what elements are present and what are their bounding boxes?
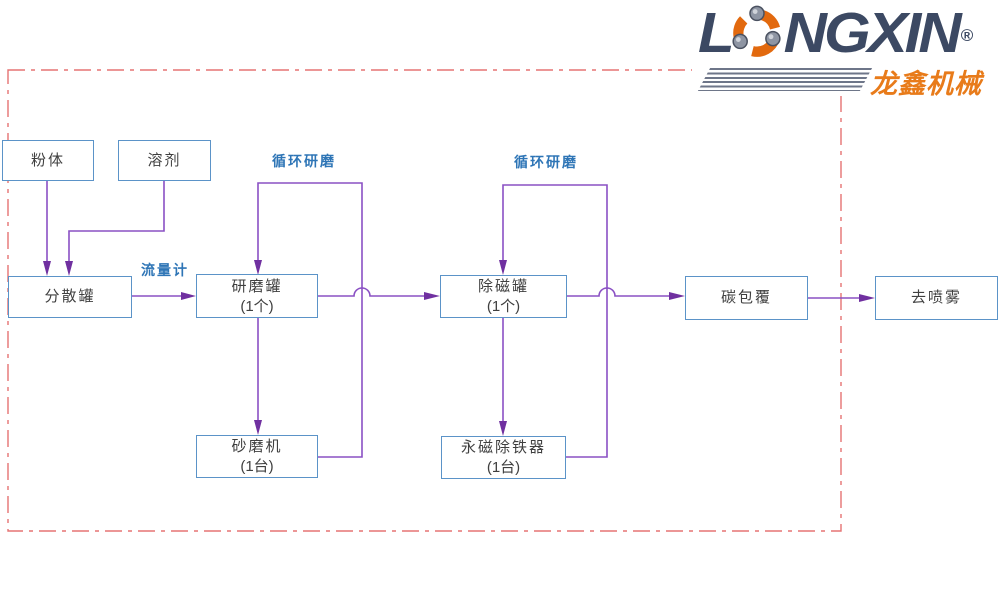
node-label: 溶剂 — [147, 151, 182, 169]
node-label: 砂磨机 — [231, 438, 283, 455]
node-iron-remover: 永磁除铁器 (1台) — [441, 436, 566, 479]
node-to-spray: 去喷雾 — [875, 276, 998, 320]
node-powder: 粉体 — [2, 140, 94, 181]
node-label: 碳包覆 — [720, 289, 772, 306]
node-label: 粉体 — [30, 151, 65, 169]
flow-meter-label: 流量计 — [141, 262, 189, 278]
node-sublabel: (1个) — [240, 297, 274, 315]
flow-arrowheads — [43, 260, 875, 436]
logo-word-end: NGXIN — [783, 0, 962, 65]
circulation-grinding-label-right: 循环研磨 — [514, 154, 578, 170]
node-label: 永磁除铁器 — [460, 439, 546, 456]
longxin-logo: L NGXIN ® 龙鑫机械 — [692, 2, 998, 99]
logo-sphere-icons — [732, 5, 781, 50]
logo-chinese-name: 龙鑫机械 — [870, 69, 982, 99]
node-sublabel: (1个) — [486, 298, 521, 315]
logo-wordmark: L NGXIN ® — [698, 2, 998, 64]
node-label: 去喷雾 — [910, 289, 962, 306]
node-sublabel: (1台) — [240, 458, 274, 475]
node-sand-mill: 砂磨机 (1台) — [196, 435, 318, 478]
node-demag-tank: 除磁罐 (1个) — [440, 275, 567, 318]
registered-mark: ® — [960, 26, 974, 45]
flow-lines — [46, 181, 860, 458]
node-grinding-tank: 研磨罐 (1个) — [196, 274, 318, 318]
logo-stripes-icon — [697, 68, 873, 91]
dashed-boundary — [7, 69, 842, 532]
logo-bottom: 龙鑫机械 — [692, 66, 998, 99]
circulation-grinding-label-left: 循环研磨 — [272, 153, 336, 169]
node-label: 分散罐 — [44, 288, 96, 305]
node-label: 研磨罐 — [231, 277, 283, 295]
node-label: 除磁罐 — [477, 278, 529, 295]
logo-swirl-icon — [732, 5, 781, 57]
node-sublabel: (1台) — [486, 459, 521, 476]
node-dispersion-tank: 分散罐 — [8, 276, 132, 318]
node-carbon-coating: 碳包覆 — [685, 276, 808, 320]
logo-word-start: L — [698, 0, 735, 65]
node-solvent: 溶剂 — [118, 140, 211, 181]
